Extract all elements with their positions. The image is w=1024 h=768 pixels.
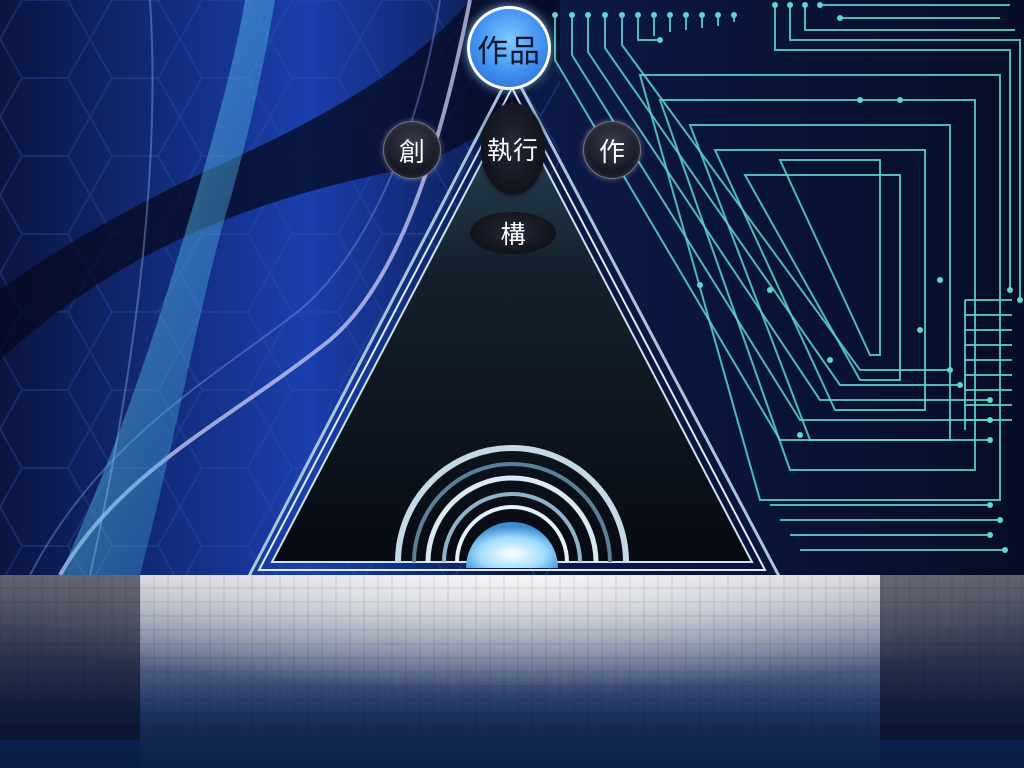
nav-button-structure-label: 構 bbox=[500, 220, 526, 249]
nav-button-create[interactable]: 創 bbox=[383, 121, 441, 179]
nav-button-make-label: 作 bbox=[598, 137, 625, 168]
nav-button-create-label: 創 bbox=[398, 137, 425, 168]
nav-button-works[interactable]: 作品 bbox=[467, 6, 551, 90]
nav-button-execute[interactable]: 執行 bbox=[481, 103, 545, 195]
nav-button-works-label: 作品 bbox=[477, 33, 541, 70]
nav-button-structure[interactable]: 構 bbox=[470, 212, 556, 254]
nav-button-execute-label: 執行 bbox=[486, 136, 539, 165]
nav-button-make[interactable]: 作 bbox=[583, 121, 641, 179]
